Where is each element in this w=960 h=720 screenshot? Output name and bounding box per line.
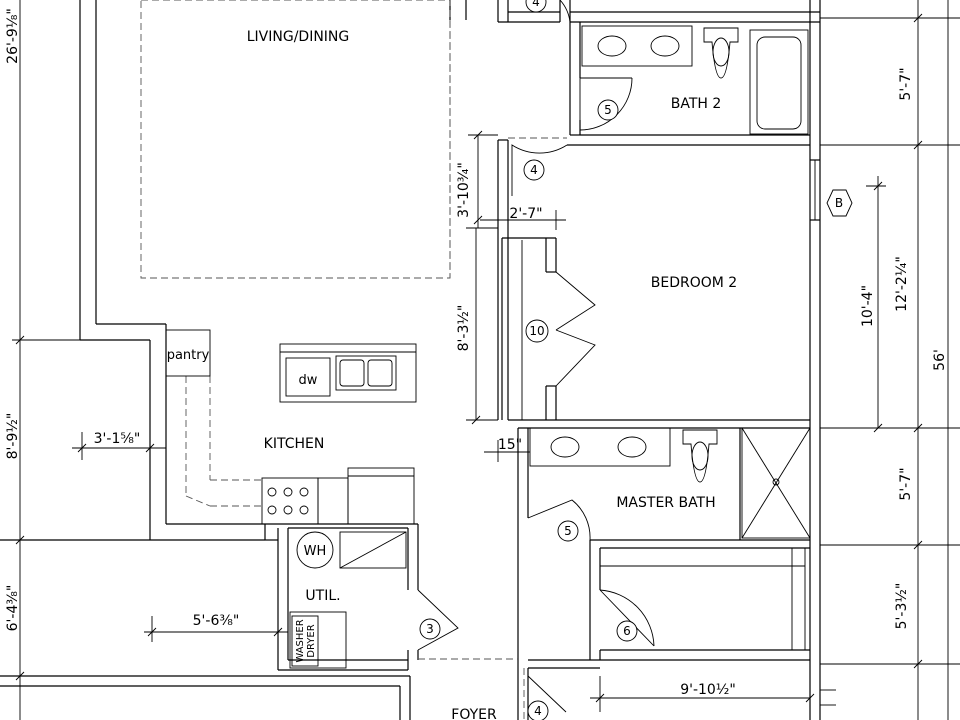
dim-closet-height: 3'-10³⁄₄" (456, 162, 472, 218)
svg-text:4: 4 (534, 704, 542, 718)
door-tag: 3 (419, 618, 441, 640)
dim-right-bed-outer: 12'-2¹⁄₄" (894, 256, 910, 312)
dim-left-mid: 8'-9¹⁄₂" (5, 413, 21, 460)
svg-text:B: B (835, 196, 843, 210)
dim-closet-width: 2'-7" (509, 206, 542, 222)
svg-text:3: 3 (426, 622, 434, 636)
dryer-label: DRYER (306, 624, 317, 657)
door-tag: 4 (523, 159, 545, 181)
door-swings (417, 0, 655, 713)
room-label-bedroom2: BEDROOM 2 (651, 275, 737, 291)
svg-text:5: 5 (604, 103, 612, 117)
door-tag: 10 (525, 319, 549, 343)
dim-left-top: 26'-9¹⁄₈" (5, 8, 21, 64)
door-tag: 5 (597, 99, 619, 121)
room-label-util: UTIL. (305, 588, 340, 604)
room-label-foyer: FOYER (451, 707, 497, 720)
dim-wall-15: 15" (498, 437, 522, 453)
door-tag: 6 (616, 620, 638, 642)
door-tag: 4 (527, 700, 549, 720)
svg-text:4: 4 (532, 0, 540, 9)
dashed-lines (140, 0, 567, 720)
dim-right-bath2: 5'-7" (898, 67, 914, 100)
room-label-bath2: BATH 2 (671, 96, 722, 112)
fixtures (165, 25, 811, 669)
dim-left-low: 6'-4³⁄₈" (5, 585, 21, 632)
dim-bed-closet: 8'-3¹⁄₂" (456, 305, 472, 352)
door-tag: 5 (557, 520, 579, 542)
dimension-lines (12, 0, 960, 720)
washer-label: WASHER (295, 619, 306, 662)
dim-util-width: 5'-6³⁄₈" (193, 613, 240, 629)
water-heater-label: WH (304, 544, 327, 559)
pantry-label: pantry (167, 348, 210, 363)
dishwasher-label: dw (299, 373, 318, 388)
door-tag: 4 (525, 0, 547, 13)
dim-right-mbath: 5'-7" (898, 467, 914, 500)
room-label-master-bath: MASTER BATH (616, 495, 715, 511)
dim-pantry-width: 3'-1⁵⁄₈" (94, 431, 141, 447)
dim-overall: 56' (932, 349, 948, 371)
svg-text:5: 5 (564, 524, 572, 538)
dim-right-closet: 5'-3¹⁄₂" (894, 583, 910, 630)
dim-bottom-closet: 9'-10¹⁄₂" (680, 682, 736, 698)
svg-text:6: 6 (623, 624, 631, 638)
room-label-kitchen: KITCHEN (264, 436, 325, 452)
svg-text:10: 10 (529, 324, 544, 338)
room-label-living-dining: LIVING/DINING (247, 29, 350, 45)
window-tag: B (826, 189, 853, 217)
svg-text:4: 4 (530, 163, 538, 177)
dim-right-bed-inner: 10'-4" (860, 285, 876, 327)
